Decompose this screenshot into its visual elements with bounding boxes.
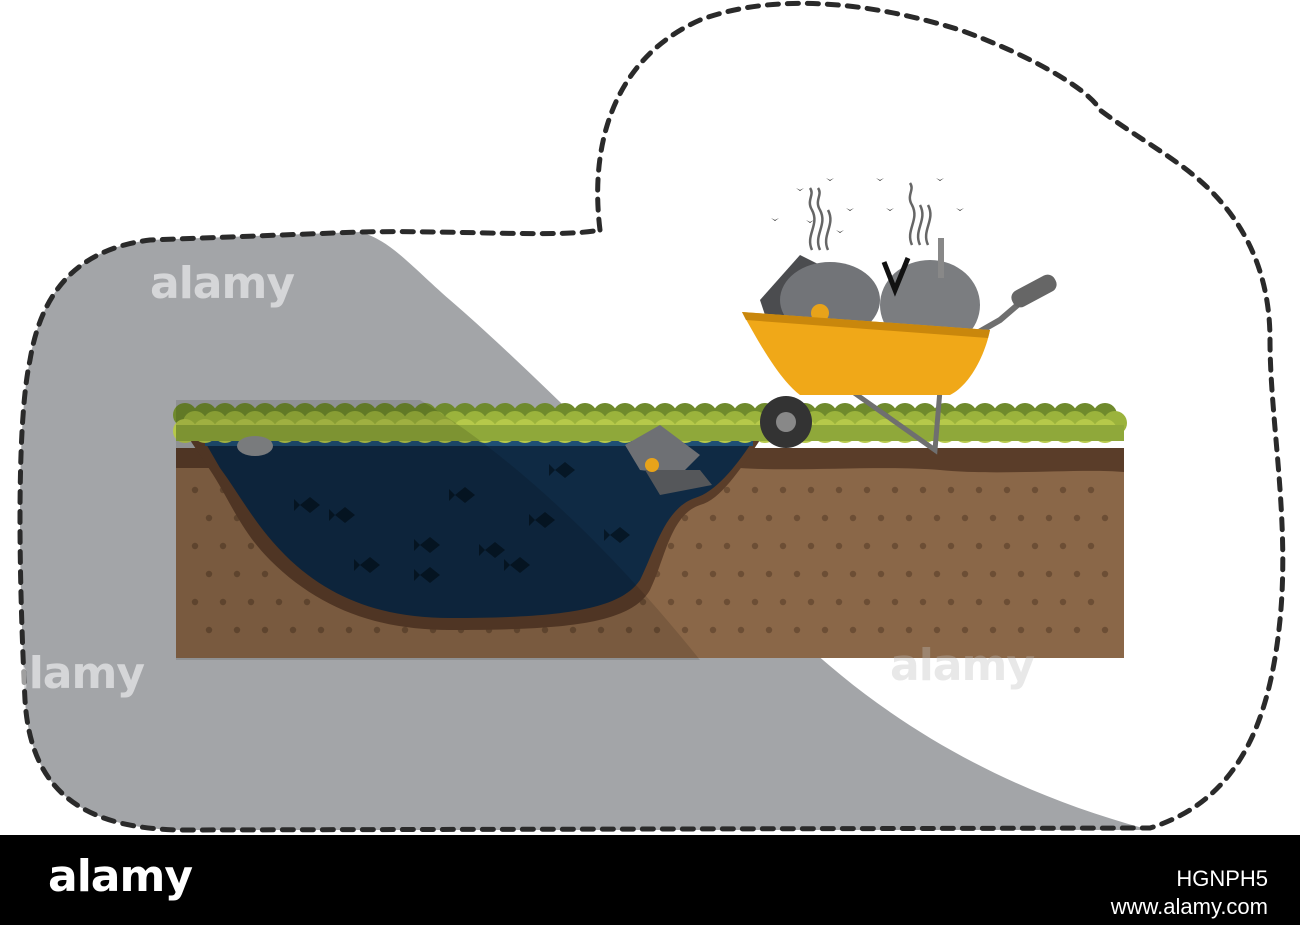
stock-footer-bar: alamy HGNPH5 www.alamy.com (0, 835, 1300, 925)
scene-shadow-overlay (176, 400, 700, 660)
dead-fish-debris (294, 462, 630, 583)
polluted-pond-icon (205, 442, 752, 618)
wheelbarrow-icon (742, 238, 1057, 455)
image-id: HGNPH5 (1176, 866, 1268, 891)
water-surface (205, 440, 753, 446)
stink-lines (808, 182, 932, 251)
site-url: www.alamy.com (1110, 894, 1268, 919)
alamy-logo: alamy (48, 851, 193, 902)
flies-icon (771, 178, 964, 233)
dashed-outline-icon (17, 0, 1286, 833)
floating-trash (237, 425, 712, 495)
polluted-pond-illustration (17, 0, 1286, 833)
